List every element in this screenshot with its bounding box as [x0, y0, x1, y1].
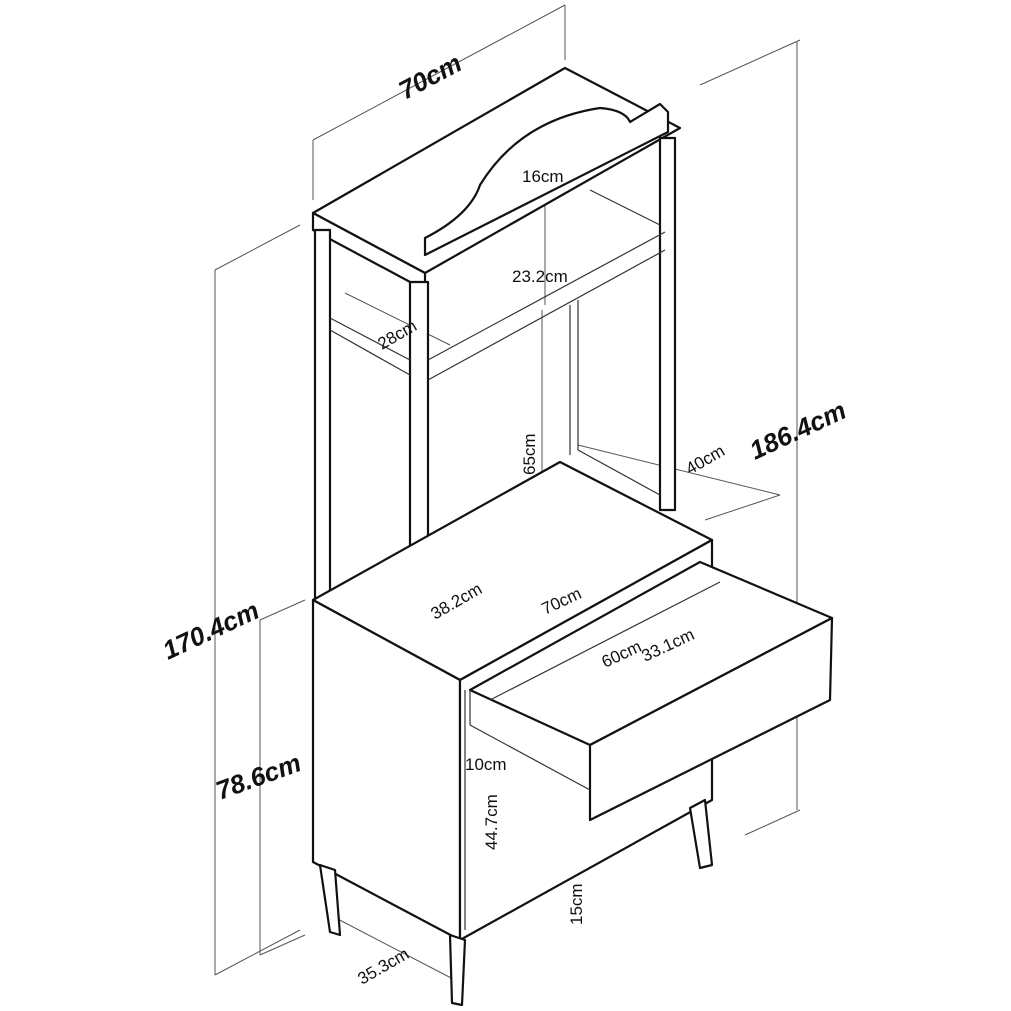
label-shelf-depth: 28cm: [375, 316, 421, 353]
label-upper-shelf-gap: 23.2cm: [512, 267, 568, 286]
label-inner-depth: 38.2cm: [428, 579, 486, 623]
label-drawer-depth: 33.1cm: [639, 625, 698, 666]
base-cabinet: [311, 460, 834, 1007]
label-top-width: 70cm: [394, 48, 467, 106]
label-cabinet-depth: 35.3cm: [355, 944, 413, 988]
label-crest-height: 16cm: [522, 167, 564, 186]
label-lower-gap: 44.7cm: [482, 794, 501, 850]
label-open-height: 65cm: [520, 433, 539, 475]
label-total-height: 186.4cm: [745, 395, 851, 466]
label-hutch-depth: 40cm: [683, 441, 729, 478]
label-cabinet-height: 78.6cm: [212, 747, 305, 805]
label-leg-height: 15cm: [567, 883, 586, 925]
label-hutch-height: 170.4cm: [158, 595, 264, 666]
label-drawer-width: 60cm: [599, 637, 645, 672]
label-drawer-height: 10cm: [465, 755, 507, 774]
label-cabinet-width: 70cm: [539, 584, 585, 619]
